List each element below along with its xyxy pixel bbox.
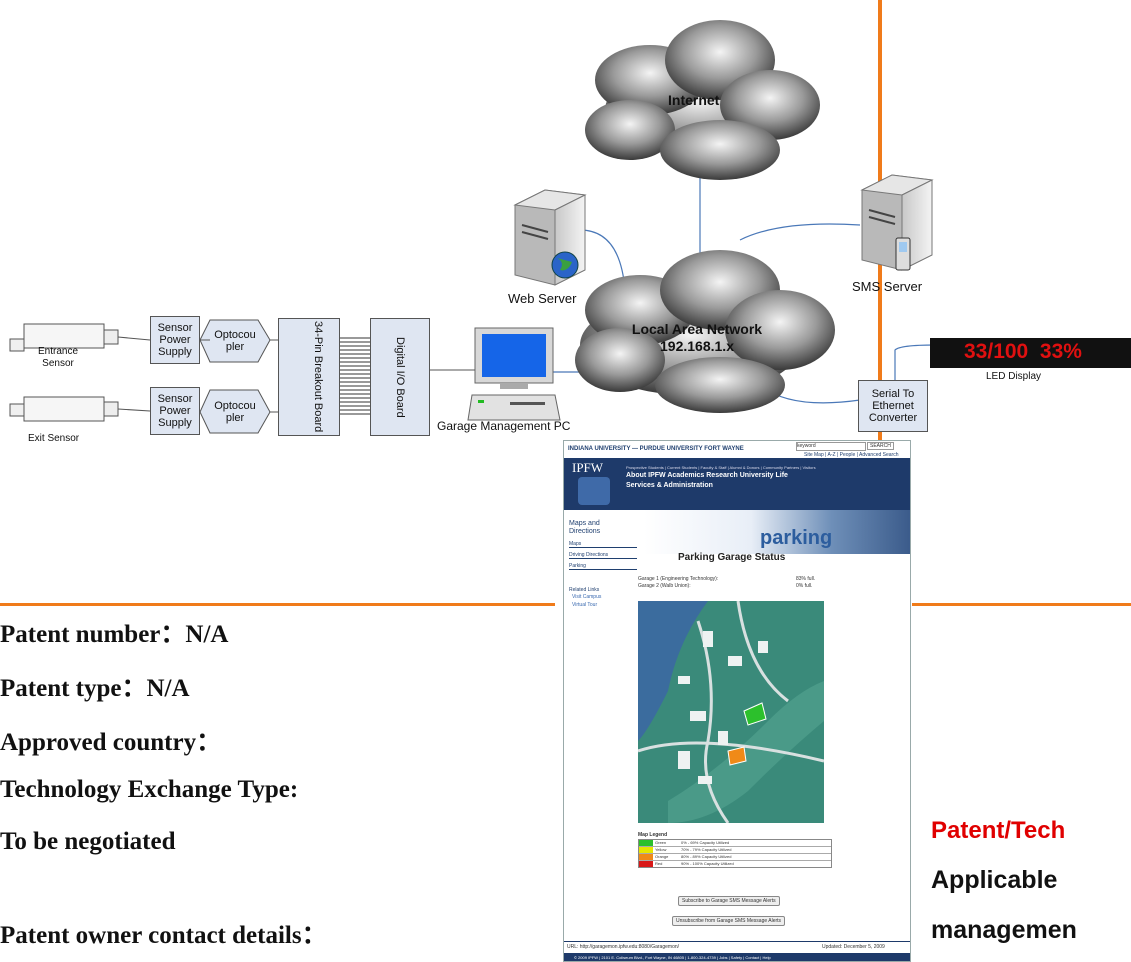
pc-label: Garage Management PC bbox=[437, 419, 571, 433]
breakout-board-label: 34-Pin Breakout Board bbox=[312, 321, 324, 433]
ipfw-logo[interactable]: IPFW bbox=[572, 460, 604, 475]
top-links[interactable]: Site Map | A-Z | People | Advanced Searc… bbox=[804, 452, 899, 458]
approved-country: Approved country： bbox=[0, 729, 222, 756]
webpage-footer-bar bbox=[564, 953, 910, 961]
related-links-heading: Related Links bbox=[569, 587, 600, 593]
search-box[interactable]: keyword bbox=[796, 442, 866, 451]
legend-row-red: Red 90% - 100% Capacity Utilized bbox=[639, 861, 831, 867]
legend-swatch-orange bbox=[639, 854, 653, 860]
ribbon-cable bbox=[340, 337, 370, 415]
lan-title: Local Area Network bbox=[631, 321, 763, 337]
led-display-label: LED Display bbox=[986, 371, 1042, 382]
legend-name-yellow: Yellow bbox=[655, 847, 667, 852]
legend-desc-orange: 80% - 89% Capacity Utilized bbox=[681, 854, 732, 859]
web-server-icon bbox=[513, 189, 587, 286]
sidebar-item-driving-directions[interactable]: Driving Directions bbox=[569, 552, 637, 559]
webpage-footer-rule bbox=[564, 941, 910, 942]
patent-tech-heading: Patent/Tech bbox=[931, 817, 1066, 844]
patent-type: Patent type：N/A bbox=[0, 675, 190, 702]
sidebar-heading: Maps and Directions bbox=[569, 520, 601, 535]
legend-swatch-yellow bbox=[639, 847, 653, 853]
nav-main-2[interactable]: Services & Administration bbox=[626, 482, 713, 489]
pc-icon bbox=[467, 327, 561, 421]
optocoupler-label-2: Optocou pler bbox=[214, 400, 256, 424]
legend-row-green: Green 0% - 69% Capacity Utilized bbox=[639, 840, 831, 847]
led-display-text: 33/100 33% bbox=[964, 340, 1082, 363]
hardware-links bbox=[200, 339, 475, 413]
exchange-type: Technology Exchange Type: bbox=[0, 776, 299, 803]
page-heading: Parking Garage Status bbox=[678, 552, 786, 563]
nav-small[interactable]: Prospective Students | Current Students … bbox=[626, 465, 816, 470]
legend-name-orange: Orange bbox=[655, 854, 669, 859]
internet-label: Internet bbox=[668, 92, 720, 108]
related-link-visit-campus[interactable]: Visit Campus bbox=[572, 594, 602, 600]
footer-text[interactable]: © 2009 IPFW | 2101 E. Coliseum Blvd., Fo… bbox=[574, 955, 771, 960]
related-link-virtual-tour[interactable]: Virtual Tour bbox=[572, 602, 598, 608]
banner-image bbox=[644, 510, 910, 554]
sms-server-icon bbox=[860, 174, 934, 271]
sidebar-item-maps[interactable]: Maps bbox=[569, 541, 637, 548]
sidebar-item-parking[interactable]: Parking bbox=[569, 563, 637, 570]
legend-swatch-green bbox=[639, 840, 653, 846]
garage-1-status: 83% full. bbox=[796, 576, 816, 582]
unsubscribe-button[interactable]: Unsubscribe from Garage SMS Message Aler… bbox=[672, 916, 786, 926]
internet-cloud bbox=[585, 20, 820, 180]
webpage-header-bar bbox=[564, 458, 910, 510]
legend-desc-red: 90% - 100% Capacity Utilized bbox=[681, 861, 734, 866]
university-name: INDIANA UNIVERSITY — PURDUE UNIVERSITY F… bbox=[568, 446, 744, 452]
network-diagram bbox=[9, 20, 936, 434]
orange-horizontal-rule-left bbox=[0, 603, 555, 606]
entrance-sensor-label: Entrance Sensor bbox=[37, 346, 79, 369]
entrance-sensor-icon bbox=[9, 323, 151, 352]
serial-to-ethernet-converter: Serial To Ethernet Converter bbox=[858, 380, 928, 432]
legend-title: Map Legend bbox=[638, 832, 668, 838]
to-be-negotiated: To be negotiated bbox=[0, 828, 176, 855]
power-supply-2: Sensor Power Supply bbox=[150, 387, 200, 435]
web-server-label: Web Server bbox=[508, 291, 577, 306]
digital-io-board-label: Digital I/O Board bbox=[394, 336, 406, 418]
subscribe-button[interactable]: Subscribe to Garage SMS Message Alerts bbox=[678, 896, 780, 906]
legend-table: Green 0% - 69% Capacity Utilized Yellow … bbox=[638, 839, 832, 868]
applicable-text: Applicable bbox=[931, 866, 1058, 894]
owner-contact: Patent owner contact details： bbox=[0, 922, 327, 949]
orange-horizontal-rule-right bbox=[912, 603, 1131, 606]
digital-io-board: Digital I/O Board bbox=[370, 318, 430, 436]
led-display: 33/100 33% bbox=[930, 338, 1131, 368]
sms-server-label: SMS Server bbox=[852, 279, 923, 294]
legend-swatch-red bbox=[639, 861, 653, 867]
legend-name-red: Red bbox=[655, 861, 663, 866]
legend-row-yellow: Yellow 70% - 79% Capacity Utilized bbox=[639, 847, 831, 854]
search-button[interactable]: SEARCH bbox=[867, 442, 894, 450]
campus-map[interactable] bbox=[638, 601, 824, 823]
banner-title: parking bbox=[760, 527, 833, 549]
patent-number: Patent number：N/A bbox=[0, 621, 229, 648]
orange-vertical-rule bbox=[878, 0, 882, 605]
management-text: managemen bbox=[931, 916, 1077, 944]
garage-2-name: Garage 2 (Walb Union): bbox=[638, 583, 691, 589]
power-supply-1: Sensor Power Supply bbox=[150, 316, 200, 364]
garage-2-marker[interactable] bbox=[727, 746, 747, 766]
garage-2-status: 0% full. bbox=[796, 583, 813, 589]
exit-sensor-icon bbox=[9, 396, 151, 422]
breakout-board: 34-Pin Breakout Board bbox=[278, 318, 340, 436]
ipfw-emblem-icon bbox=[578, 477, 610, 505]
garage-1-name: Garage 1 (Engineering Technology): bbox=[638, 576, 719, 582]
legend-desc-yellow: 70% - 79% Capacity Utilized bbox=[681, 847, 732, 852]
lan-label: Local Area Network 192.168.1.x bbox=[612, 321, 782, 355]
page-url: URL: http://garagemon.ipfw.edu:8080/Gara… bbox=[567, 944, 680, 950]
garage-1-marker[interactable] bbox=[743, 702, 767, 726]
nav-main-1[interactable]: About IPFW Academics Research University… bbox=[626, 472, 788, 479]
legend-desc-green: 0% - 69% Capacity Utilized bbox=[681, 840, 730, 845]
lan-ip: 192.168.1.x bbox=[660, 338, 734, 354]
parking-webpage-screenshot: INDIANA UNIVERSITY — PURDUE UNIVERSITY F… bbox=[563, 440, 911, 962]
legend-name-green: Green bbox=[655, 840, 667, 845]
lan-cloud bbox=[575, 250, 835, 413]
optocoupler-hexagon-2 bbox=[199, 389, 271, 434]
updated-date: Updated: December 5, 2009 bbox=[822, 944, 885, 950]
legend-row-orange: Orange 80% - 89% Capacity Utilized bbox=[639, 854, 831, 861]
optocoupler-label-1: Optocou pler bbox=[214, 329, 256, 353]
exit-sensor-label: Exit Sensor bbox=[28, 433, 80, 444]
search-box-text: keyword bbox=[797, 443, 816, 449]
